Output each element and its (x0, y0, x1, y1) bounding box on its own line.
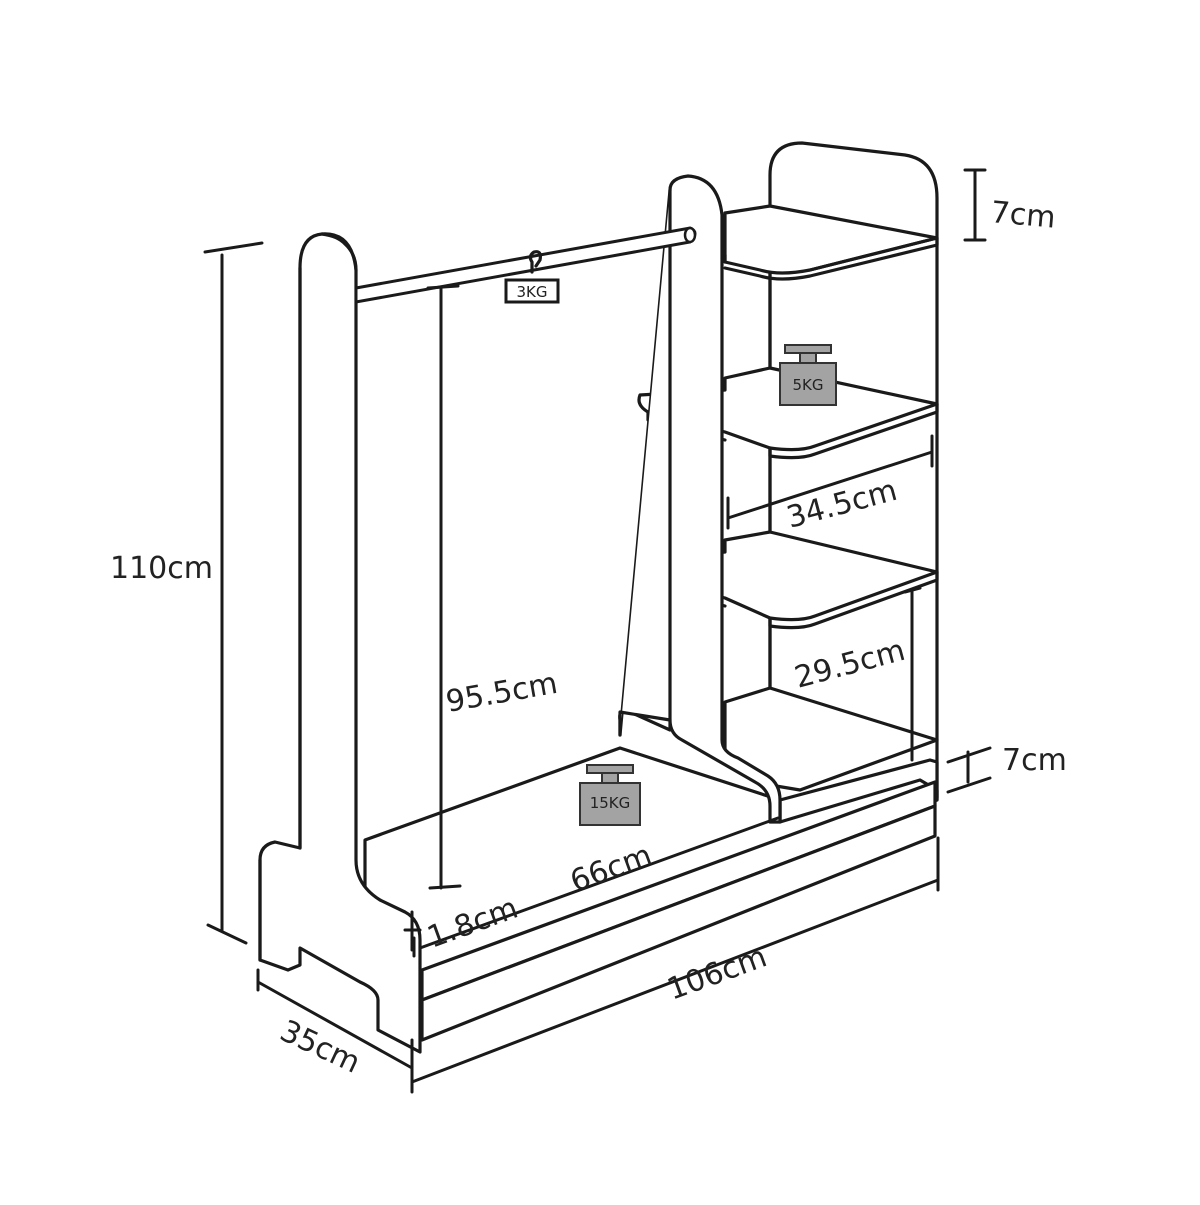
left-end-panel-edge (258, 232, 358, 962)
left-end-panel (258, 232, 422, 1054)
top-clearance-label: 7cm (989, 195, 1057, 236)
bottom-clearance-dimension-line (946, 746, 992, 794)
hanging-height-dimension-line (426, 284, 462, 890)
depth-dimension-line (256, 968, 414, 1070)
thickness-dimension-marker (403, 910, 422, 952)
top-clearance-dimension-line (963, 168, 987, 242)
base-front-board (420, 804, 937, 1042)
height-dimension-line (203, 241, 264, 945)
base-load-label: 15KG (590, 794, 631, 812)
hanging-rail-end (683, 226, 697, 244)
shelf-weight-icon: 5KG (779, 344, 837, 406)
inner-width-dimension-line (412, 816, 780, 958)
total-width-dimension-line (410, 836, 940, 1094)
hanging-height-label: 95.5cm (443, 666, 560, 720)
total-width-label: 106cm (663, 939, 772, 1007)
hanger-hook-icon (528, 250, 542, 274)
base-weight-icon: 15KG (579, 764, 641, 826)
height-label: 110cm (110, 551, 213, 586)
shelf-width-dimension-line (726, 434, 934, 530)
shelf-gap-dimension-line (903, 586, 922, 762)
center-divider-front (618, 188, 672, 737)
rail-load-label: 3KG (516, 283, 547, 301)
right-back-panel (768, 141, 939, 802)
bottom-clearance-label: 7cm (1002, 743, 1067, 778)
shelf-2 (637, 366, 939, 452)
shelf-1-edge (723, 236, 939, 281)
depth-label: 35cm (275, 1014, 366, 1081)
rail-load-tag (504, 278, 560, 304)
shelf-load-label: 5KG (792, 376, 823, 394)
